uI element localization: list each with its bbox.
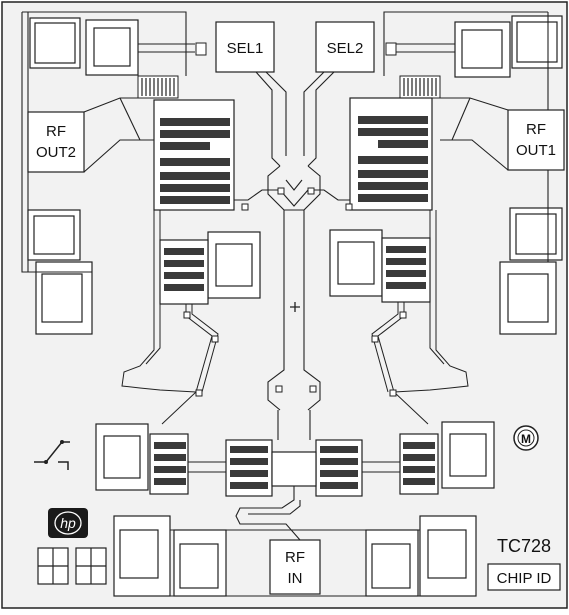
rf-out1-pad: RF OUT1 bbox=[430, 97, 565, 171]
mid-left-capacitor bbox=[207, 231, 261, 299]
hp-logo: hp bbox=[48, 508, 88, 538]
left-side-pads bbox=[21, 12, 93, 335]
mid-right-fet-array bbox=[381, 237, 431, 303]
central-rf-routing bbox=[241, 165, 353, 440]
mid-left-fet-array bbox=[159, 239, 209, 305]
mask-mark-icon: M bbox=[513, 425, 539, 451]
bottom-left-fet-array bbox=[149, 433, 189, 495]
upper-right-fet-array bbox=[308, 97, 433, 211]
sel1-label: SEL1 bbox=[227, 40, 264, 57]
bottom-center-left-fet bbox=[225, 439, 273, 497]
rf-in-label-line2: IN bbox=[288, 570, 303, 587]
rf-out2-label-line2: OUT2 bbox=[36, 144, 76, 161]
mid-right-capacitor bbox=[329, 229, 383, 297]
chip-id-label: CHIP ID bbox=[497, 570, 552, 587]
rf-out2-pad: RF OUT2 bbox=[27, 97, 160, 173]
alignment-marks bbox=[37, 547, 107, 585]
upper-left-fet-array bbox=[153, 99, 280, 211]
sel2-pad: SEL2 bbox=[303, 21, 375, 167]
hp-logo-text: hp bbox=[60, 515, 76, 531]
right-bias-routing bbox=[371, 210, 469, 425]
chip-number-mark: TC728 bbox=[497, 536, 551, 556]
rf-out2-label-line1: RF bbox=[46, 123, 66, 140]
top-right-ground-pads bbox=[383, 11, 563, 99]
right-side-pads bbox=[499, 12, 563, 335]
mask-mark-label: M bbox=[521, 432, 531, 446]
switch-symbol bbox=[34, 440, 70, 470]
chip-number-label: TC728 bbox=[497, 536, 551, 556]
bottom-ground-pads bbox=[113, 515, 477, 597]
chip-id-box: CHIP ID bbox=[487, 563, 561, 591]
bottom-right-fet-array bbox=[399, 433, 439, 495]
rf-in-label-line1: RF bbox=[285, 549, 305, 566]
bottom-right-capacitor bbox=[441, 421, 495, 489]
left-bias-routing bbox=[121, 210, 219, 425]
sel1-pad: SEL1 bbox=[215, 21, 287, 167]
bottom-center-right-fet bbox=[315, 439, 363, 497]
rf-in-pad: RF IN bbox=[269, 539, 321, 595]
sel2-label: SEL2 bbox=[327, 40, 364, 57]
rf-bus bbox=[188, 451, 400, 541]
bottom-left-capacitor bbox=[95, 423, 149, 491]
rf-out1-label-line1: RF bbox=[526, 121, 546, 138]
rf-out1-label-line2: OUT1 bbox=[516, 142, 556, 159]
